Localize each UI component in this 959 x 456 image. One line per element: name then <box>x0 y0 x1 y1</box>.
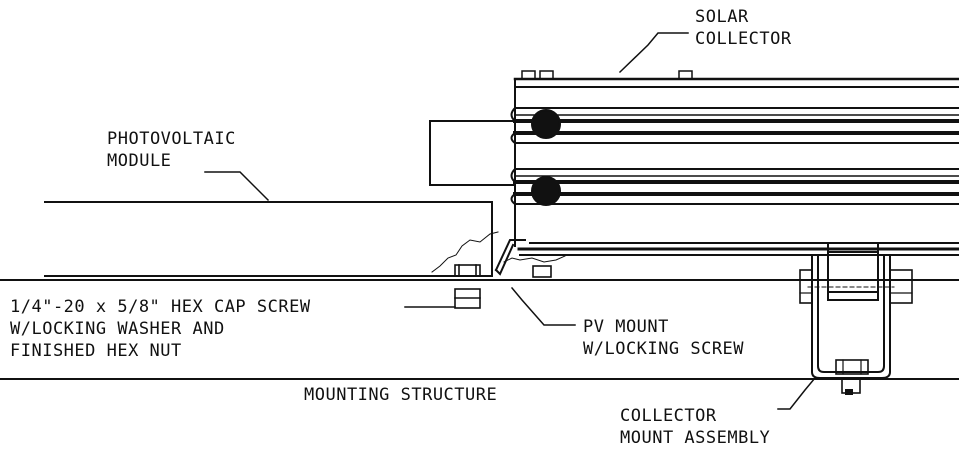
photovoltaic-module-body <box>44 201 493 277</box>
collector-mount-leader <box>777 376 817 410</box>
collector-bracket <box>429 120 516 186</box>
label-solar-collector: SOLAR COLLECTOR <box>695 7 792 49</box>
solar-collector-leader <box>618 32 689 74</box>
collector-top-bolts <box>521 70 693 80</box>
label-photovoltaic-module: PHOTOVOLTAIC MODULE <box>107 129 236 171</box>
hex-cap-screw <box>454 264 552 309</box>
mounting-structure-body <box>0 279 959 380</box>
pv-mount-leader <box>510 286 576 326</box>
label-hex-cap-screw: 1/4"-20 x 5/8" HEX CAP SCREW W/LOCKING W… <box>10 297 311 361</box>
photovoltaic-leader <box>204 171 270 202</box>
label-pv-mount: PV MOUNT W/LOCKING SCREW <box>583 317 745 359</box>
collector-pipes <box>510 106 561 206</box>
pv-mount <box>494 239 527 276</box>
label-mounting-structure: MOUNTING STRUCTURE <box>304 385 498 405</box>
label-collector-mount: COLLECTOR MOUNT ASSEMBLY <box>620 406 771 448</box>
solar-collector-body <box>513 77 959 256</box>
break-lines <box>431 231 566 273</box>
collector-mount-assembly <box>799 242 913 395</box>
